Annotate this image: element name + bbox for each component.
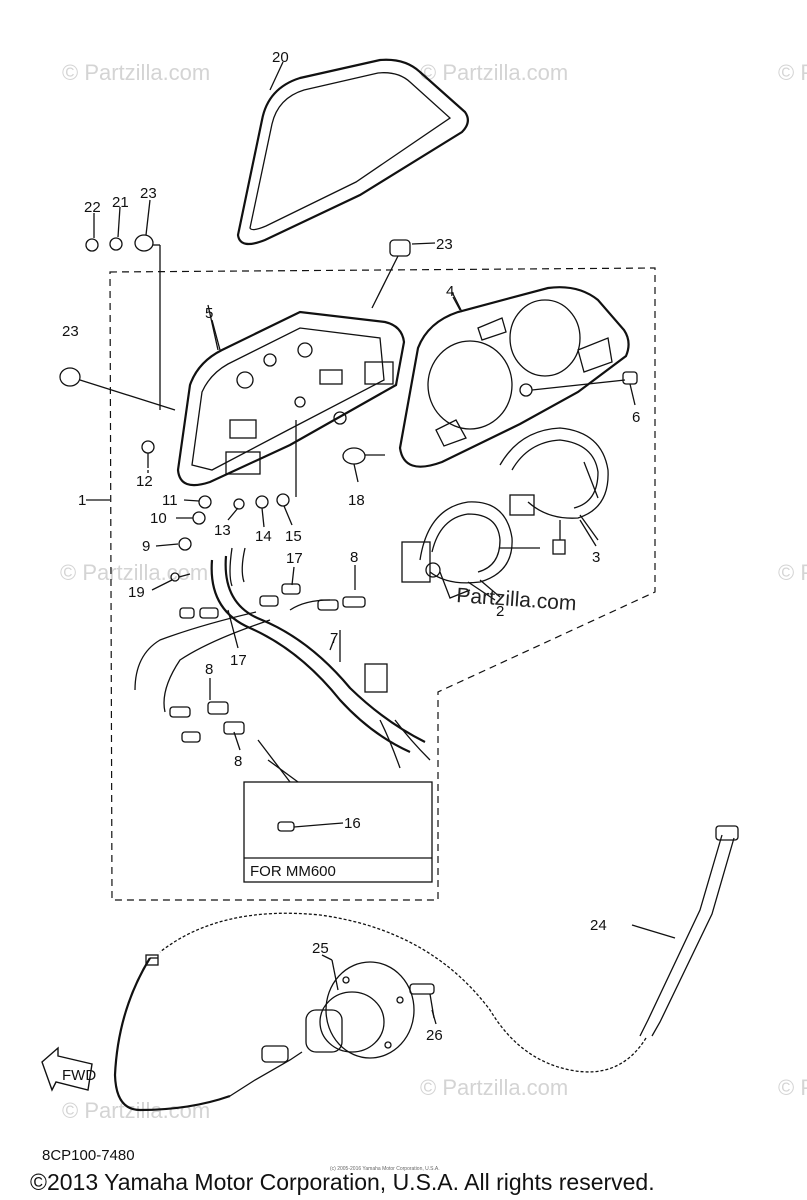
callout-23a: 23 bbox=[140, 185, 157, 202]
callout-15: 15 bbox=[285, 528, 302, 545]
callout-2: 2 bbox=[496, 603, 504, 620]
callout-12: 12 bbox=[136, 473, 153, 490]
callout-25: 25 bbox=[312, 940, 329, 957]
part-5-case-rear bbox=[176, 304, 406, 487]
callout-6: 6 bbox=[632, 409, 640, 426]
callout-23b: 23 bbox=[436, 236, 453, 253]
copyright-footer: ©2013 Yamaha Motor Corporation, U.S.A. A… bbox=[30, 1169, 655, 1195]
small-hardware bbox=[141, 420, 297, 582]
callout-9: 9 bbox=[142, 538, 150, 555]
inner-cable bbox=[113, 954, 303, 1112]
fwd-label: FWD bbox=[62, 1067, 96, 1084]
callout-3: 3 bbox=[592, 549, 600, 566]
callout-20: 20 bbox=[272, 49, 289, 66]
callout-8b: 8 bbox=[205, 661, 213, 678]
watermark: © Partzilla.com bbox=[778, 1075, 807, 1100]
watermark: © Partzilla.com bbox=[420, 1075, 568, 1100]
callout-14: 14 bbox=[255, 528, 272, 545]
callout-19: 19 bbox=[128, 584, 145, 601]
callout-4: 4 bbox=[446, 283, 454, 300]
watermark: © Partzilla.com bbox=[62, 60, 210, 85]
watermark: © Partzilla.com bbox=[60, 560, 208, 585]
callout-17b: 17 bbox=[230, 652, 247, 669]
part-2-speedometer bbox=[401, 501, 540, 601]
note-box-label: FOR MM600 bbox=[250, 863, 336, 880]
watermark: © Partzilla.com bbox=[420, 60, 568, 85]
grommets bbox=[59, 199, 638, 483]
callout-23c: 23 bbox=[62, 323, 79, 340]
callout-8c: 8 bbox=[234, 753, 242, 770]
part-25-drive-unit bbox=[305, 959, 415, 1059]
watermarks: © Partzilla.com © Partzilla.com © Partzi… bbox=[60, 60, 807, 1123]
callout-18: 18 bbox=[348, 492, 365, 509]
callout-22: 22 bbox=[84, 199, 101, 216]
callout-21: 21 bbox=[112, 194, 129, 211]
callouts: 1 2 3 4 5 6 7 8 8 8 9 10 11 12 13 14 15 … bbox=[62, 49, 640, 1044]
callout-10: 10 bbox=[150, 510, 167, 527]
watermark: © Partzilla.com bbox=[778, 60, 807, 85]
part-4-panel-front bbox=[398, 286, 630, 468]
callout-17a: 17 bbox=[286, 550, 303, 567]
callout-13: 13 bbox=[214, 522, 231, 539]
callout-5: 5 bbox=[205, 305, 213, 322]
callout-7: 7 bbox=[330, 630, 338, 647]
note-box: FOR MM600 bbox=[243, 739, 433, 883]
callout-11: 11 bbox=[162, 492, 178, 509]
callout-1: 1 bbox=[78, 492, 86, 509]
assembly-boundary bbox=[109, 267, 656, 901]
part-3-tachometer bbox=[499, 427, 609, 555]
leader-lines bbox=[86, 296, 636, 1025]
part-24-cable bbox=[159, 825, 739, 1073]
part-20-gasket bbox=[236, 58, 469, 246]
callout-24: 24 bbox=[590, 917, 607, 934]
watermark: © Partzilla.com bbox=[778, 560, 807, 585]
small-copyright: (c) 2005-2016 Yamaha Motor Corporation, … bbox=[330, 1166, 440, 1172]
callout-8a: 8 bbox=[350, 549, 358, 566]
callout-16: 16 bbox=[344, 815, 361, 832]
fwd-arrow-icon: FWD bbox=[41, 1046, 96, 1092]
callout-26: 26 bbox=[426, 1027, 443, 1044]
brand-watermark: Partzilla.com bbox=[456, 584, 578, 615]
part-7-harness bbox=[134, 547, 431, 769]
diagram-code: 8CP100-7480 bbox=[42, 1147, 135, 1164]
